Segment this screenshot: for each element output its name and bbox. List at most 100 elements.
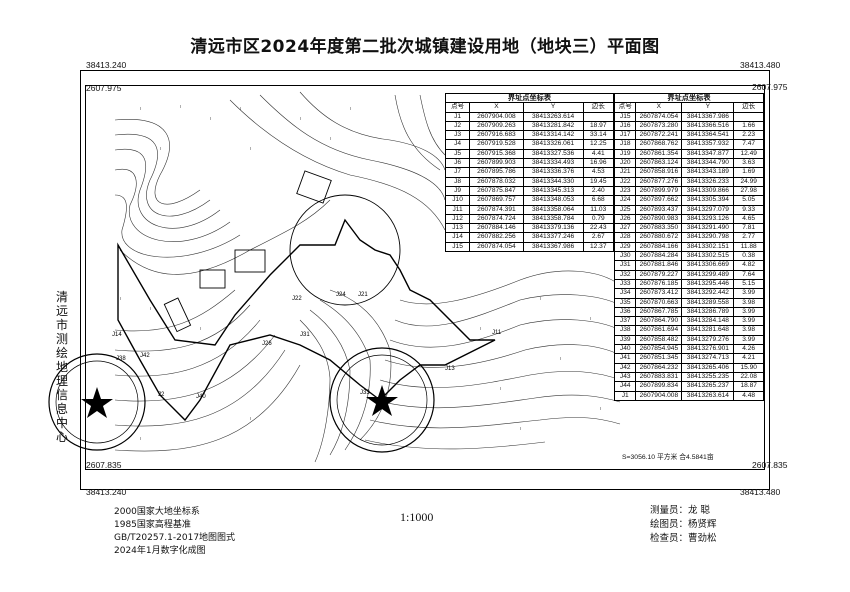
y-coordinate-cell: 38413344.790 [681,158,735,169]
point-id-cell: J41 [613,353,637,364]
map-standard: GB/T20257.1-2017地图图式 [114,533,236,543]
table-caption: 界址点坐标表 [445,92,614,104]
edge-length-cell: 3.99 [733,316,764,327]
parcel-boundary [117,218,496,422]
point-label: J42 [140,353,150,359]
x-coordinate-cell: 2607884.146 [469,223,524,234]
corner-bottom-left-x: 38413.240 [86,487,127,497]
y-coordinate-cell: 38413279.276 [681,334,735,346]
x-coordinate-cell: 2607864.232 [635,362,683,373]
point-id-cell: J17 [613,130,637,141]
point-id-cell: J6 [444,158,471,169]
edge-length-cell: 3.63 [733,158,764,169]
svg-text:ı: ı [240,106,241,112]
surveyor: 测量员：龙 聪 [650,505,711,516]
x-coordinate-cell: 2607880.672 [635,232,683,243]
point-id-cell: J35 [613,297,637,308]
y-coordinate-cell: 38413274.713 [681,353,735,364]
x-coordinate-cell: 2607904.008 [469,111,524,122]
column-header: X [635,102,683,113]
point-id-cell: J24 [613,195,637,206]
svg-text:ı: ı [180,104,181,110]
edge-length-cell: 6.68 [582,195,615,206]
edge-length-cell: 4.65 [733,213,764,225]
y-coordinate-cell: 38413293.126 [681,213,735,225]
point-id-cell: J23 [613,185,637,197]
x-coordinate-cell: 2607897.662 [635,195,683,206]
point-id-cell: J11 [444,204,471,215]
edge-length-cell: 12.25 [582,139,615,150]
corner-bottom-right-y: 2607.835 [752,460,788,470]
x-coordinate-cell: 2607876.185 [635,278,683,290]
y-coordinate-cell: 38413284.148 [681,316,735,327]
y-coordinate-cell: 38413327.536 [522,148,584,160]
x-coordinate-cell: 2607868.762 [635,139,683,150]
point-id-cell: J37 [613,316,637,327]
seal-stamp-center [329,347,435,453]
y-coordinate-cell: 38413263.614 [681,390,735,401]
point-id-cell: J21 [613,167,637,178]
x-coordinate-cell: 2607879.227 [635,269,683,280]
seal-star-left [81,387,113,418]
point-id-cell: J44 [613,381,637,392]
y-coordinate-cell: 38413347.877 [681,148,735,160]
point-id-cell: J15 [613,111,637,122]
point-id-cell: J1 [613,390,637,401]
point-label: J38 [116,356,126,362]
x-coordinate-cell: 2607867.785 [635,306,683,318]
checker: 检查员：曹劲松 [650,533,717,544]
point-label: J21 [358,292,368,298]
x-coordinate-cell: 2607874.054 [469,241,524,253]
x-coordinate-cell: 2607874.391 [469,204,524,215]
point-label: J13 [445,366,455,372]
point-id-cell: J18 [613,139,637,150]
point-id-cell: J26 [613,213,637,225]
edge-length-cell: 9.33 [733,204,764,215]
x-coordinate-cell: 2607877.276 [635,176,683,187]
point-id-cell: J19 [613,148,637,160]
svg-text:ı: ı [120,296,121,302]
map-inner-frame [85,85,765,470]
y-coordinate-cell: 38413302.151 [681,241,735,253]
point-id-cell: J8 [444,176,471,187]
edge-length-cell: 11.03 [582,204,615,215]
point-id-cell: J16 [613,120,637,132]
y-coordinate-cell: 38413292.442 [681,288,735,299]
boundary-point-labels: J14 J22 J31 J26 J11 J13 J40 J42 J38 J21 … [112,292,502,400]
x-coordinate-cell: 2607895.786 [469,167,524,178]
y-coordinate-cell: 38413343.189 [681,167,735,178]
x-coordinate-cell: 2607870.663 [635,297,683,308]
edge-length-cell [733,111,764,122]
x-coordinate-cell: 2607884.284 [635,251,683,262]
edge-length-cell: 5.05 [733,195,764,206]
svg-text:ı: ı [590,316,591,322]
edge-length-cell: 12.37 [582,241,615,253]
y-coordinate-cell: 38413265.237 [681,381,735,392]
x-coordinate-cell: 2607878.032 [469,176,524,187]
building-outlines [163,170,332,333]
footer-datum-info: 2000国家大地坐标系 1985国家高程基准 GB/T20257.1-2017地… [114,506,235,558]
seal-star-center [366,385,398,416]
svg-text:ı: ı [600,406,601,412]
corner-top-right-y: 2607.975 [752,82,788,92]
edge-length-cell: 16.96 [582,158,615,169]
map-outer-frame [80,70,770,490]
x-coordinate-cell: 2607893.437 [635,204,683,215]
y-coordinate-cell: 38413314.142 [522,130,584,141]
point-label: J22 [292,296,302,302]
